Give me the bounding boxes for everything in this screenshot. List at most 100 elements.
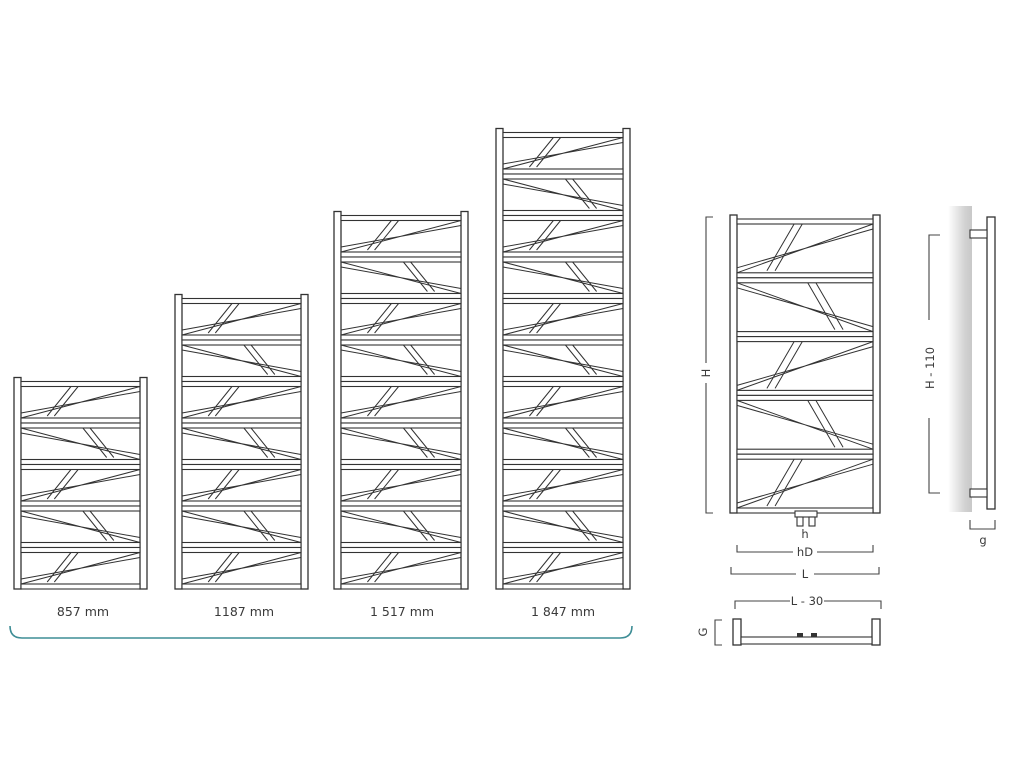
radiator-1-rung-lower	[20, 541, 141, 549]
radiator-4-rung	[502, 131, 624, 139]
radiator-1-left-rail	[13, 376, 22, 590]
radiator-4-rung	[502, 297, 624, 305]
radiator-4-rung	[502, 339, 624, 346]
radiator-4-rung-lower	[502, 334, 624, 341]
dim-L-label: L	[802, 567, 809, 581]
variant-label-1187: 1187 mm	[214, 604, 274, 619]
radiator-2-diagonal	[181, 303, 302, 336]
radiator-3-rung-lower	[340, 375, 462, 383]
radiator-4-diagonal	[502, 386, 624, 419]
dim-h-label: h	[801, 527, 808, 541]
dim-L30-label: L - 30	[791, 594, 824, 608]
radiator-2-rung-lower	[181, 334, 302, 341]
radiator-2-rung-lower	[181, 417, 302, 424]
radiator-1-rung-lower	[20, 583, 141, 590]
radiator-2-rung-lower	[181, 458, 302, 466]
radiator-2-rung-lower	[181, 500, 302, 507]
radiator-3-diagonal	[340, 344, 462, 377]
radiator-3-rung	[340, 505, 462, 512]
radiator-2-rung-lower	[181, 375, 302, 383]
radiator-2-rung	[181, 339, 302, 346]
dim-H: H	[698, 216, 714, 514]
radiator-3-rung	[340, 463, 462, 471]
radiator-1-diagonal	[20, 552, 141, 585]
radiator-2-right-rail	[300, 293, 309, 590]
radiator-4-rung-lower	[502, 458, 624, 466]
radiator-1-diagonal	[20, 427, 141, 460]
radiator-1-diagonal	[20, 510, 141, 543]
radiator-2-rung	[181, 380, 302, 388]
radiator-2-rung	[181, 297, 302, 305]
radiator-3-rung-lower	[340, 334, 462, 341]
radiator-3-rung-lower	[340, 458, 462, 466]
radiator-1-rung-lower	[20, 500, 141, 507]
connection-pipe	[794, 510, 818, 527]
radiator-3-rung	[340, 380, 462, 388]
front-radiator-rung-lower	[736, 448, 874, 455]
radiator-4-rung-lower	[502, 583, 624, 590]
radiator-3-rung	[340, 297, 462, 305]
top-view: L - 30 G	[696, 594, 882, 646]
front-radiator-rung	[736, 394, 874, 401]
radiator-3-diagonal	[340, 469, 462, 502]
radiator-1-rung-lower	[20, 417, 141, 424]
radiator-1-rung	[20, 546, 141, 554]
radiator-3-diagonal	[340, 303, 462, 336]
radiator-2-diagonal	[181, 552, 302, 585]
radiator-4-rung	[502, 422, 624, 429]
radiator-2	[174, 293, 309, 590]
radiator-4-diagonal	[502, 427, 624, 460]
radiator-4	[495, 127, 631, 590]
radiator-3-rung-lower	[340, 541, 462, 549]
radiator-3-diagonal	[340, 427, 462, 460]
front-radiator-diagonal	[736, 399, 874, 450]
radiator-3-diagonal	[340, 552, 462, 585]
front-radiator-right-rail	[872, 214, 881, 514]
radiator-4-rung-lower	[502, 292, 624, 300]
radiator-4-rung	[502, 546, 624, 554]
radiator-3-rung-lower	[340, 583, 462, 590]
radiator-2-left-rail	[174, 293, 183, 590]
front-radiator-rung	[736, 336, 874, 343]
front-radiator-rung-lower	[736, 272, 874, 279]
dim-G-label: G	[696, 628, 710, 637]
radiator-1-rung	[20, 422, 141, 429]
variant-label-1517: 1 517 mm	[370, 604, 434, 619]
front-radiator-rung-lower	[736, 331, 874, 338]
radiator-4-rung-lower	[502, 417, 624, 424]
radiator-2-rung	[181, 505, 302, 512]
dim-hD-label: hD	[797, 545, 813, 559]
front-radiator-diagonal	[736, 341, 874, 391]
radiator-3-rung-lower	[340, 251, 462, 258]
radiator-4-diagonal	[502, 510, 624, 543]
radiator-2-diagonal	[181, 510, 302, 543]
radiator-3-diagonal	[340, 220, 462, 253]
front-radiator-diagonal	[736, 223, 874, 274]
radiator-4-rung-lower	[502, 209, 624, 217]
wall	[948, 206, 972, 512]
front-radiator-diagonal	[736, 458, 874, 509]
radiator-3-rung	[340, 256, 462, 263]
radiator-1-diagonal	[20, 469, 141, 502]
front-radiator-rung	[736, 277, 874, 284]
radiator-1-rung	[20, 505, 141, 512]
front-radiator-rung	[736, 453, 874, 460]
radiator-4-rung-lower	[502, 168, 624, 175]
variant-label-1847: 1 847 mm	[531, 604, 595, 619]
radiator-2-rung-lower	[181, 541, 302, 549]
radiator-3-diagonal	[340, 510, 462, 543]
radiator-3-left-rail	[333, 210, 342, 590]
radiator-3-rung-lower	[340, 500, 462, 507]
radiator-4-diagonal	[502, 344, 624, 377]
radiator-4-diagonal	[502, 137, 624, 170]
radiator-4-diagonal	[502, 469, 624, 502]
front-view-radiator	[729, 214, 881, 514]
variant-label-857: 857 mm	[57, 604, 109, 619]
radiator-3-rung	[340, 214, 462, 222]
radiator-4-diagonal	[502, 178, 624, 211]
range-brace	[9, 625, 633, 639]
dim-H110-label: H - 110	[923, 347, 937, 389]
side-view: H - 110 g	[923, 206, 996, 547]
radiator-1-rung	[20, 463, 141, 471]
radiator-4-rung-lower	[502, 500, 624, 507]
